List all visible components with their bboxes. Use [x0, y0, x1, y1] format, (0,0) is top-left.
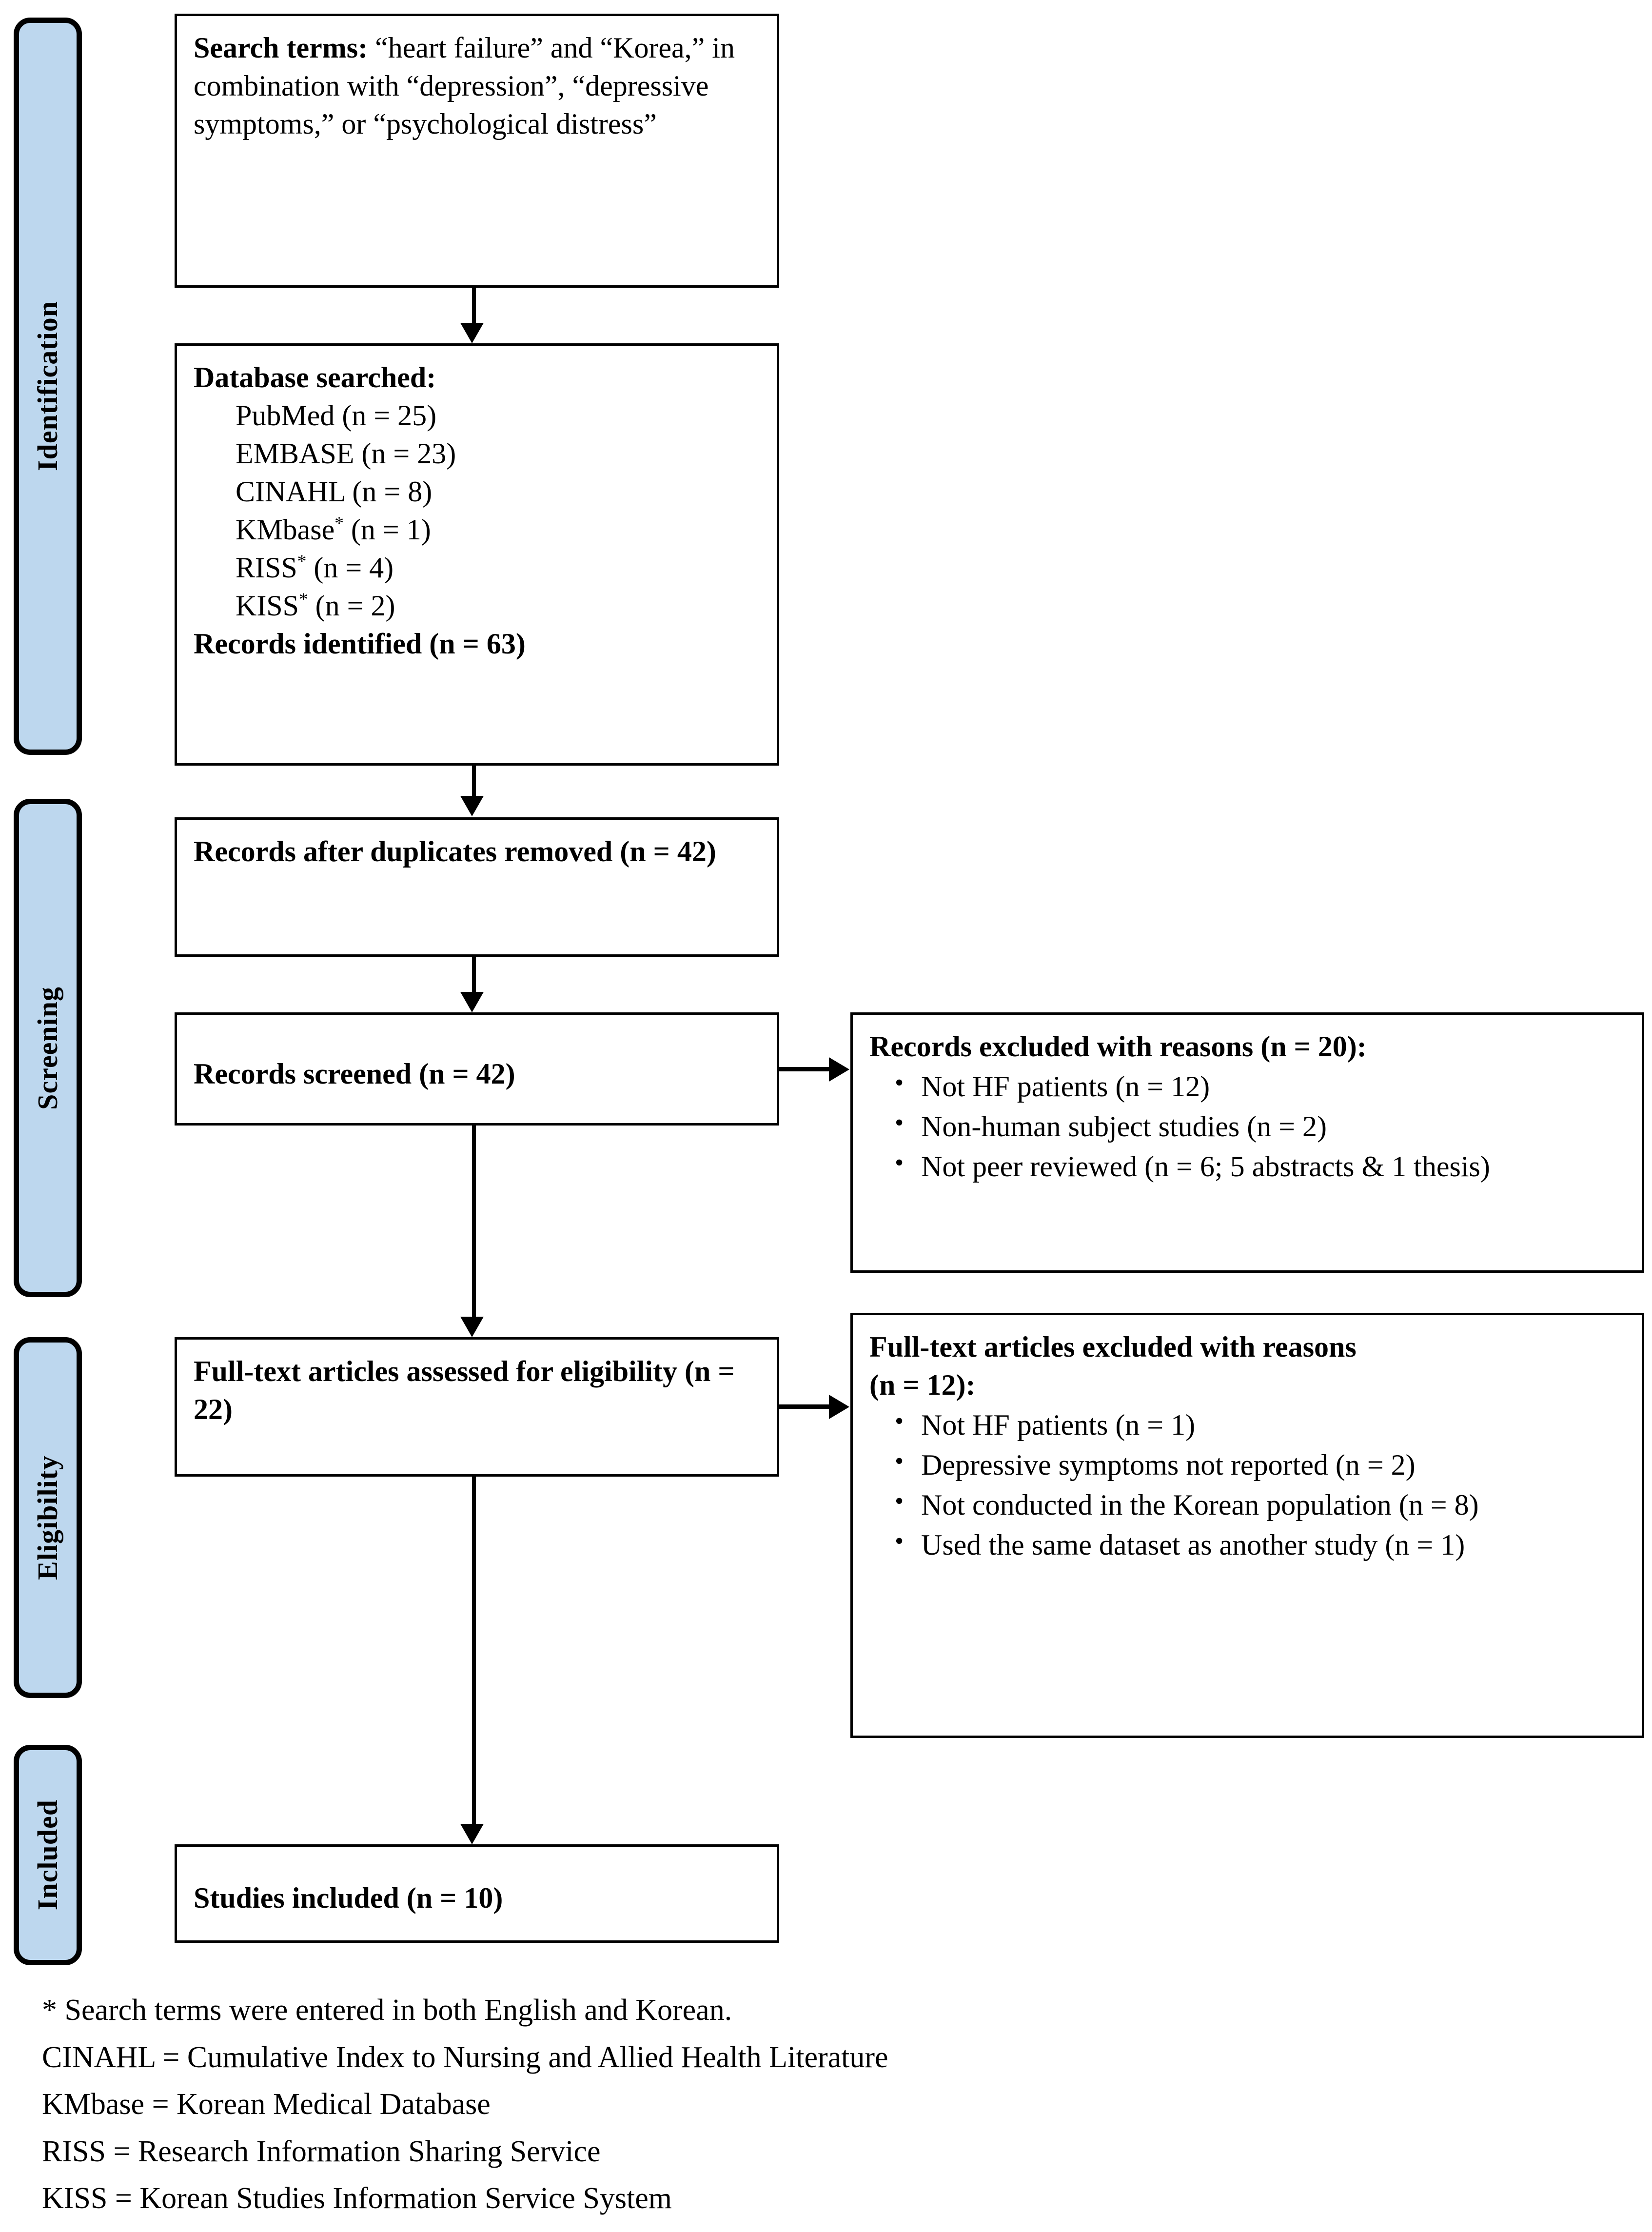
studies-included-text: Studies included (n = 10) [194, 1882, 503, 1914]
database-list-item: KMbase* (n = 1) [236, 511, 762, 549]
fulltext-assessed-text: Full-text articles assessed for eligibil… [194, 1355, 735, 1425]
search-terms-value: “heart failure” and “Korea,” in combinat… [194, 32, 735, 140]
database-name: EMBASE [236, 437, 354, 470]
database-list-item: EMBASE (n = 23) [236, 435, 762, 473]
database-count: (n = 4) [314, 552, 394, 584]
connector-line-fulltext-to-excluded [779, 1404, 834, 1409]
records-excluded-title: Records excluded with reasons (n = 20): [869, 1030, 1367, 1063]
connector-arrow-2 [460, 796, 484, 816]
stage-identification: Identification [14, 18, 82, 755]
database-count: (n = 23) [361, 437, 456, 470]
database-count: (n = 8) [352, 475, 433, 508]
connector-line-4 [472, 1126, 476, 1321]
connector-arrow-3 [460, 992, 484, 1012]
stage-label-screening: Screening [32, 986, 63, 1110]
connector-arrow-1 [460, 323, 484, 343]
asterisk-icon: * [334, 514, 344, 533]
database-count: (n = 25) [342, 399, 437, 432]
footnote-line: RISS = Research Information Sharing Serv… [42, 2134, 601, 2168]
reason-item: Not HF patients (n = 1) [891, 1405, 1627, 1444]
box-studies-included: Studies included (n = 10) [175, 1844, 779, 1943]
database-count: (n = 2) [315, 590, 395, 622]
box-fulltext-excluded: Full-text articles excluded with reasons… [850, 1313, 1644, 1738]
box-search-terms: Search terms: “heart failure” and “Korea… [175, 14, 779, 288]
reason-item: Not peer reviewed (n = 6; 5 abstracts & … [891, 1146, 1627, 1185]
connector-line-2 [472, 766, 476, 799]
box-database-searched: Database searched: PubMed (n = 25) EMBAS… [175, 343, 779, 766]
database-name: RISS [236, 552, 297, 584]
database-name: KMbase [236, 514, 335, 546]
connector-line-3 [472, 957, 476, 995]
footnote-line: KISS = Korean Studies Information Servic… [42, 2182, 672, 2215]
database-name: CINAHL [236, 475, 345, 508]
box-records-after-duplicates: Records after duplicates removed (n = 42… [175, 817, 779, 957]
fulltext-excluded-reason-list: Not HF patients (n = 1) Depressive sympt… [869, 1405, 1627, 1564]
records-after-duplicates-text: Records after duplicates removed (n = 42… [194, 835, 716, 868]
connector-line-1 [472, 288, 476, 326]
records-screened-text: Records screened (n = 42) [194, 1058, 515, 1090]
stage-eligibility: Eligibility [14, 1337, 82, 1698]
box-fulltext-assessed: Full-text articles assessed for eligibil… [175, 1337, 779, 1477]
stage-screening: Screening [14, 799, 82, 1297]
stage-label-eligibility: Eligibility [32, 1455, 63, 1580]
records-identified-total: Records identified (n = 63) [194, 628, 526, 660]
database-searched-title: Database searched: [194, 361, 436, 394]
search-terms-text: Search terms: “heart failure” and “Korea… [194, 29, 762, 143]
footnote-line: * Search terms were entered in both Engl… [42, 1994, 732, 2027]
footnote-line: CINAHL = Cumulative Index to Nursing and… [42, 2040, 888, 2074]
records-excluded-reason-list: Not HF patients (n = 12) Non-human subje… [869, 1067, 1627, 1185]
database-name: KISS [236, 590, 299, 622]
connector-arrow-5 [460, 1824, 484, 1844]
footnote-line: KMbase = Korean Medical Database [42, 2088, 491, 2121]
database-list-item: KISS* (n = 2) [236, 587, 762, 625]
reason-item: Depressive symptoms not reported (n = 2) [891, 1445, 1627, 1484]
stage-label-identification: Identification [32, 301, 63, 472]
fulltext-excluded-title-line2: (n = 12): [869, 1369, 976, 1401]
search-terms-label: Search terms: [194, 32, 368, 64]
database-list-item: CINAHL (n = 8) [236, 473, 762, 511]
stage-label-included: Included [32, 1799, 63, 1911]
database-list-item: PubMed (n = 25) [236, 396, 762, 435]
database-name: PubMed [236, 399, 335, 432]
reason-item: Non-human subject studies (n = 2) [891, 1106, 1627, 1146]
reason-item: Not HF patients (n = 12) [891, 1067, 1627, 1106]
database-list: PubMed (n = 25) EMBASE (n = 23) CINAHL (… [194, 396, 762, 625]
asterisk-icon: * [297, 552, 307, 572]
box-records-screened: Records screened (n = 42) [175, 1012, 779, 1126]
box-records-excluded: Records excluded with reasons (n = 20): … [850, 1012, 1644, 1273]
connector-line-5 [472, 1477, 476, 1828]
stage-included: Included [14, 1745, 82, 1965]
connector-line-screened-to-excluded [779, 1067, 834, 1071]
footnotes: * Search terms were entered in both Engl… [42, 1991, 1602, 2226]
asterisk-icon: * [299, 590, 308, 610]
connector-arrow-4 [460, 1317, 484, 1337]
connector-arrow-screened-to-excluded [829, 1057, 849, 1082]
connector-arrow-fulltext-to-excluded [829, 1395, 849, 1419]
reason-item: Used the same dataset as another study (… [891, 1525, 1627, 1564]
database-count: (n = 1) [351, 514, 431, 546]
database-list-item: RISS* (n = 4) [236, 549, 762, 587]
fulltext-excluded-title-line1: Full-text articles excluded with reasons [869, 1331, 1357, 1363]
reason-item: Not conducted in the Korean population (… [891, 1485, 1627, 1524]
